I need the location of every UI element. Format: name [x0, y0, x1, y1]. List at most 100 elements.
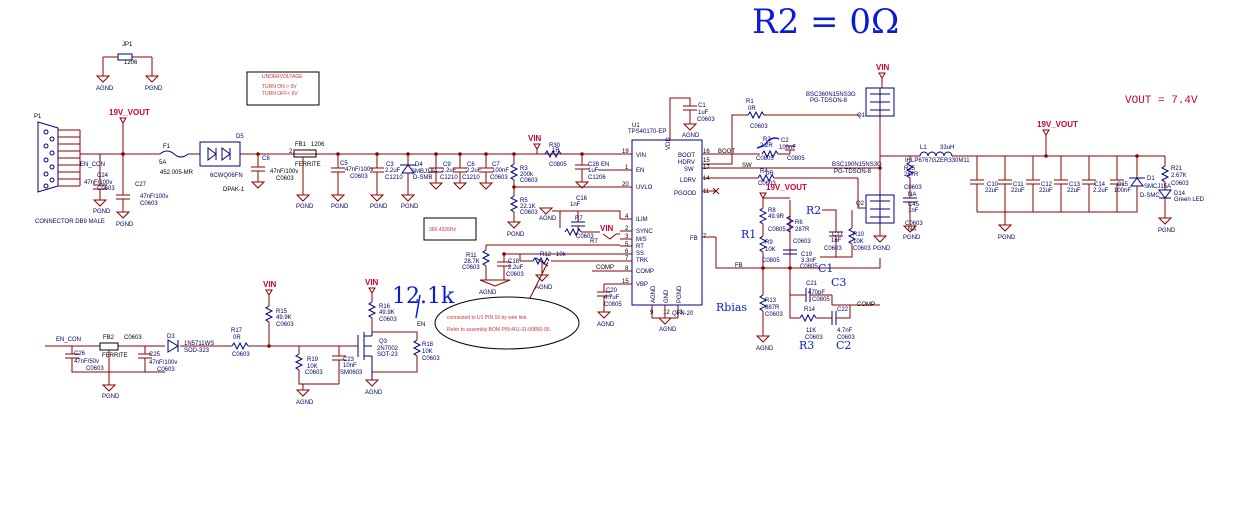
label-parts-r15-1: 49.9K — [276, 315, 292, 321]
label-parts-r17-2: C0603 — [232, 352, 250, 358]
label-parts-c28-1: 1uF — [588, 168, 599, 174]
label-parts-c1-1: 1uF — [698, 110, 709, 116]
label-parts-c26-2: C0603 — [86, 366, 104, 372]
resistor-r12: R12 10k AGND — [520, 252, 620, 291]
cap-c3: C3 2.2uF C1210 PGND — [369, 154, 403, 210]
label-parts-r3-2: C0603 — [520, 178, 538, 184]
label-u1_pinnums_left-8: 7 — [625, 256, 629, 262]
label-gnd-agnd: AGND — [365, 390, 383, 396]
label-parts-r9-0: R9 — [765, 240, 773, 246]
resistor-r1: R1 0R C0603 — [716, 99, 860, 165]
label-parts-q3-2: SOT-23 — [377, 352, 398, 358]
label-parts-c25-1: 47nF/100v — [149, 360, 177, 366]
label-parts-q3-1: 2N7002 — [377, 346, 399, 352]
label-parts-c8-0: C8 — [262, 156, 270, 162]
hand-r2: R2 — [806, 204, 821, 217]
led-d14: D14 Green LED PGND — [1157, 189, 1205, 234]
label-parts-r21-0: R21 — [1171, 166, 1183, 172]
label-gnd-pgnd: PGND — [296, 204, 314, 210]
cap-c18: C18 2.2uF C0603 AGND — [479, 254, 524, 296]
label-parts-r8-2: C0805 — [768, 227, 786, 233]
label-parts-c20-0: C20 — [606, 288, 618, 294]
label-parts-r11-1: 28.7K — [464, 259, 480, 265]
label-parts-c19-0: C19 — [801, 252, 813, 258]
resistor-r14: R14 11K C0603 — [789, 295, 832, 341]
mosfet-q2: BSC190N15NS3G PG-TDSON-8 Q2 — [832, 162, 895, 236]
label-parts-c7-1: 100nF — [492, 168, 509, 174]
label-u1_pinnums_bottom-2: 13 — [676, 310, 683, 316]
cap-c7: C7 100nF C0603 — [478, 154, 509, 190]
label-parts-r19-0: R19 — [307, 357, 319, 363]
label-u1_pinnums_left-10: 15 — [622, 279, 629, 285]
label-parts-q1-2: PG-TDSON-8 — [810, 98, 848, 104]
label-parts-r9-2: C0805 — [762, 258, 780, 264]
label-parts-c3-2: C1210 — [385, 175, 403, 181]
cap-c2: C2 100nF C0805 — [716, 138, 860, 169]
label-parts-fb1-0: FB1 — [295, 142, 307, 148]
label-parts-c5-2: C0603 — [350, 174, 368, 180]
resistor-r4: R4 0R C0603 — [716, 169, 858, 187]
handwritten-r2-note: R2 = 0Ω — [752, 2, 899, 42]
label-parts-l1-2: IHLP6767GZER330M11 — [905, 158, 970, 164]
label-parts-r8-1: 49.9R — [768, 214, 785, 220]
label-parts-c21-2: C0805 — [812, 297, 830, 303]
cap-c24: C24 47nF/100v C0603 PGND — [84, 154, 115, 215]
label-u1_pins_left-2: UVLO — [636, 185, 653, 191]
label-parts-r18-2: C0603 — [422, 356, 440, 362]
cap-c1: C1 1uF C0603 AGND — [669, 97, 715, 140]
label-parts-c5-0: C5 — [340, 161, 348, 167]
label-parts-c23-1: 10nF — [343, 363, 357, 369]
vout-note: VOUT = 7.4V — [1125, 95, 1198, 107]
cap-c22: C22 4.7nF C0603 — [831, 295, 880, 341]
label-parts-c8-1: 47nF/100v — [270, 169, 298, 175]
label-parts-c10-0: C10 — [987, 182, 999, 188]
label-parts-r5-1: 22.1K — [520, 204, 536, 210]
label-parts-r2-2: C0805 — [756, 156, 774, 162]
label-parts-r25-1: 287R — [904, 172, 919, 178]
label-parts-d5-1: 6CWQ06FN — [210, 173, 243, 179]
label-parts-fb2-1: C0603 — [124, 335, 142, 341]
net-vin-r30: VIN — [528, 134, 542, 143]
label-u1_pins_bottom-2: PGND — [677, 285, 683, 303]
label-parts-c3-1: 2.2uF — [385, 168, 401, 174]
label-parts-c21-1: 470pF — [808, 290, 825, 296]
label-parts-r10-1: 10K — [853, 239, 864, 245]
label-u1_pinnums_left-6: 5 — [625, 242, 629, 248]
label-parts-f1-0: F1 — [163, 144, 171, 150]
jumper-jp1: JP1 1206 AGND PGND — [95, 42, 163, 92]
label-parts-d3-2: SOD-323 — [184, 348, 210, 354]
ferrite-fb1: FB1 1206 FERRITE 47nF/100v C0603 2 — [270, 142, 325, 182]
label-parts-c19-1: 3.3nF — [801, 258, 817, 264]
cap-c26: C26 47nF/50v C0603 — [65, 346, 165, 373]
net-vin-top: VIN — [876, 63, 890, 72]
label-note_ellipse-line2: Refer to assembly BOM P/N:401-31-00850-0… — [447, 327, 551, 333]
label-parts-c1-0: C1 — [698, 103, 706, 109]
label-parts-r30-0: R30 — [549, 143, 561, 149]
label-parts-d1-1: SMCJ15A — [1144, 184, 1171, 190]
label-parts-u1-0: U1 — [632, 123, 640, 129]
label-parts-r2-0: R2 — [763, 137, 771, 143]
label-parts-fb1-1: 1206 — [311, 142, 325, 148]
label-u1_pins_right-2: HDRV — [678, 160, 695, 166]
label-parts-c6-0: C6 — [467, 162, 475, 168]
label-parts-c24-1: 47nF/100v — [84, 180, 112, 186]
label-gnd-pgnd: PGND — [873, 246, 891, 252]
diode-d3: D3 1N5711WS SOD-323 — [167, 334, 214, 354]
label-parts-q2-0: Q2 — [856, 201, 865, 207]
label-gnd-pgnd: PGND — [1158, 228, 1176, 234]
label-parts-fb2-2: FERRITE — [102, 353, 128, 359]
label-u1_pins_left-10: VBP — [636, 282, 648, 288]
label-parts-q2-1: BSC190N15NS3G — [832, 162, 882, 168]
label-parts-c5-1: 47nF/100v — [345, 167, 373, 173]
label-parts-c18-0: C18 — [508, 259, 520, 265]
label-parts-c26-1: 47nF/50v — [74, 359, 99, 365]
hand-r1: R1 — [741, 228, 756, 241]
resistor-r5: R5 22.1K C0603 PGND — [506, 195, 538, 238]
label-u1_pins_right-3: SW — [684, 167, 694, 173]
label-parts-r16-0: R16 — [379, 304, 391, 310]
label-u1_pinnums_right-3: 14 — [703, 176, 710, 182]
cap-c27: C27 47nF/100v C0603 PGND — [115, 154, 168, 228]
label-parts-c17-1: 1nF — [831, 238, 842, 244]
label-u1_pins_left-6: RT — [636, 244, 644, 250]
label-parts-c45-2: C0603 — [905, 221, 923, 227]
